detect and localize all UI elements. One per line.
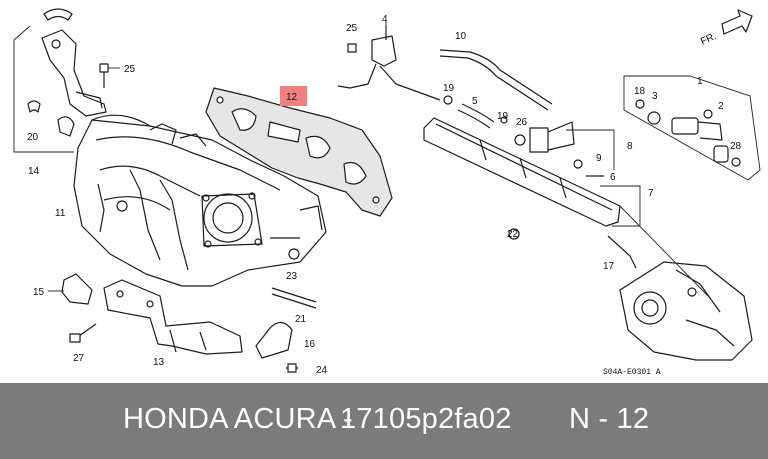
clip-15-part	[48, 273, 93, 305]
callout-25a: 25	[124, 64, 136, 75]
callout-18: 18	[634, 86, 646, 97]
manifold-gasket-part	[205, 87, 393, 217]
footer-part-number: 17105p2fa02	[340, 403, 512, 435]
fuel-rail-part	[423, 117, 641, 240]
intake-manifold-part	[73, 114, 327, 287]
fuel-pipe-bracket-part	[337, 22, 441, 101]
callout-24: 24	[316, 365, 328, 376]
callout-28: 28	[730, 141, 742, 152]
callout-8: 8	[627, 141, 633, 152]
footer-ref: N - 12	[569, 403, 650, 435]
callout-3: 3	[652, 91, 658, 102]
callout-14: 14	[28, 166, 40, 177]
callout-2: 2	[718, 101, 724, 112]
callout-12-highlight	[280, 86, 307, 106]
callout-6: 6	[610, 172, 616, 183]
bracket-16-part	[255, 321, 298, 373]
fuel-hose-part	[439, 49, 553, 129]
callout-10: 10	[455, 31, 467, 42]
callout-15: 15	[33, 287, 45, 298]
mount-bracket-part	[13, 8, 107, 153]
screw-part	[99, 63, 120, 88]
nut-23-part	[270, 237, 300, 260]
bracket-13-part	[103, 279, 243, 355]
callout-7: 7	[648, 188, 654, 199]
callout-16: 16	[304, 339, 316, 350]
drawing-code: S04A-E0301 A	[603, 368, 661, 377]
footer-bar: HONDA ACURA - 17105p2fa02 N - 12	[0, 383, 768, 459]
callout-9: 9	[596, 153, 602, 164]
callout-13: 13	[153, 357, 165, 368]
front-direction-arrow	[721, 9, 753, 35]
callout-19b: 19	[497, 111, 509, 122]
callout-21: 21	[295, 314, 307, 325]
callout-11: 11	[55, 208, 66, 219]
callout-12: 12	[286, 92, 298, 103]
callout-23: 23	[286, 271, 298, 282]
callout-27: 27	[73, 353, 85, 364]
bolt-27-part	[69, 323, 97, 343]
throttle-body-part	[607, 205, 753, 361]
callout-17: 17	[603, 261, 615, 272]
callout-25b: 25	[346, 23, 358, 34]
callout-labels: 1 2 3 4 5 6 7 8 9 10 11 12 13 14 15 16 1…	[27, 14, 742, 377]
footer-brand: HONDA ACURA -	[123, 403, 353, 435]
callout-20: 20	[27, 132, 39, 143]
callout-26: 26	[516, 117, 528, 128]
parts-diagram: 1 2 3 4 5 6 7 8 9 10 11 12 13 14 15 16 1…	[13, 8, 761, 377]
callout-1: 1	[697, 76, 703, 87]
fuel-injector-part	[623, 75, 761, 181]
callout-5: 5	[472, 96, 478, 107]
callout-19a: 19	[443, 83, 455, 94]
fr-label: FR.	[699, 31, 718, 48]
stud-21-part	[271, 287, 317, 309]
callout-22: 22	[507, 229, 519, 240]
callout-4: 4	[382, 14, 388, 25]
